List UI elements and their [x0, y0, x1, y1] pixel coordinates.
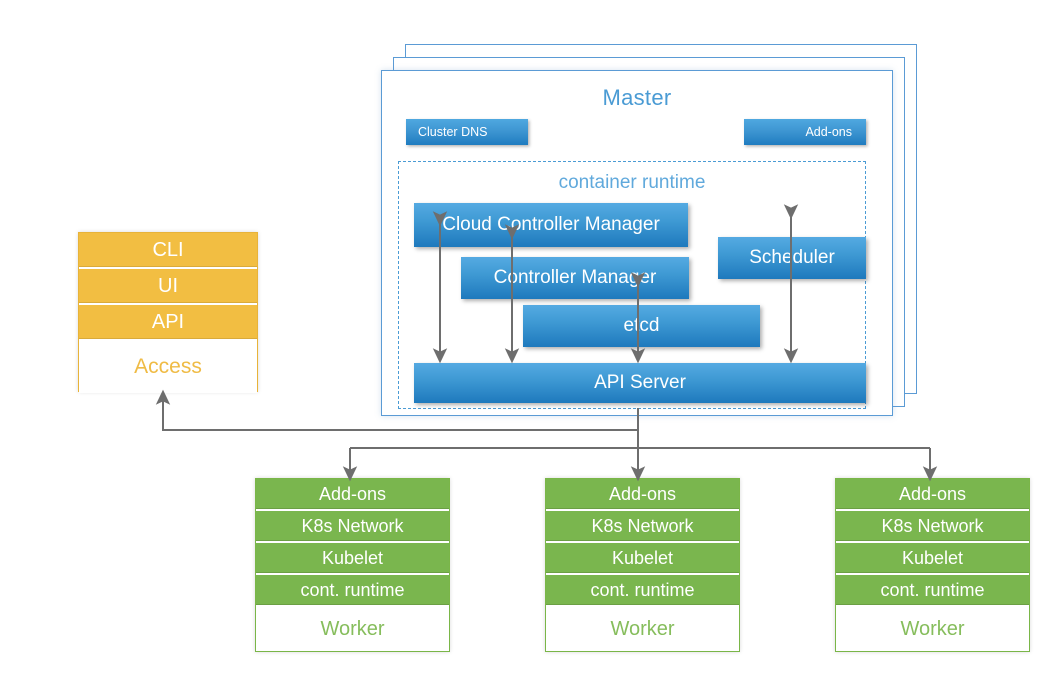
- access-footer-label: Access: [79, 341, 257, 393]
- worker-3-row-k8s-network-label: K8s Network: [881, 515, 984, 536]
- worker-1-row-k8s-network-label: K8s Network: [301, 515, 404, 536]
- access-row-ui[interactable]: UI: [79, 269, 257, 305]
- worker-3-row-cont-runtime[interactable]: cont. runtime: [836, 575, 1029, 607]
- worker-2-row-k8s-network-label: K8s Network: [591, 515, 694, 536]
- chip-cluster-dns-label: Cluster DNS: [418, 125, 488, 139]
- worker-2-row-cont-runtime[interactable]: cont. runtime: [546, 575, 739, 607]
- worker-1-row-cont-runtime-label: cont. runtime: [300, 579, 405, 600]
- worker-node-2[interactable]: Add-ons K8s Network Kubelet cont. runtim…: [545, 478, 740, 652]
- worker-1-footer-label: Worker: [256, 607, 449, 651]
- worker-3-row-cont-runtime-label: cont. runtime: [880, 579, 985, 600]
- worker-1-row-kubelet[interactable]: Kubelet: [256, 543, 449, 575]
- component-controller-manager[interactable]: Controller Manager: [461, 257, 689, 299]
- worker-2-row-add-ons-label: Add-ons: [608, 483, 677, 504]
- access-row-api-label: API: [151, 310, 185, 333]
- worker-2-row-add-ons[interactable]: Add-ons: [546, 479, 739, 511]
- worker-2-row-kubelet[interactable]: Kubelet: [546, 543, 739, 575]
- access-row-ui-label: UI: [158, 274, 178, 297]
- worker-3-footer-label: Worker: [836, 607, 1029, 651]
- chip-add-ons[interactable]: Add-ons: [744, 119, 866, 145]
- worker-1-row-k8s-network[interactable]: K8s Network: [256, 511, 449, 543]
- worker-node-1[interactable]: Add-ons K8s Network Kubelet cont. runtim…: [255, 478, 450, 652]
- worker-3-row-add-ons-label: Add-ons: [898, 483, 967, 504]
- master-title: Master: [602, 85, 672, 110]
- access-row-cli[interactable]: CLI: [79, 233, 257, 269]
- worker-2-row-kubelet-label: Kubelet: [611, 547, 674, 568]
- worker-1-row-add-ons-label: Add-ons: [318, 483, 387, 504]
- worker-2-row-cont-runtime-label: cont. runtime: [590, 579, 695, 600]
- worker-3-row-kubelet-label: Kubelet: [901, 547, 964, 568]
- component-etcd[interactable]: etcd: [523, 305, 760, 347]
- worker-3-row-k8s-network[interactable]: K8s Network: [836, 511, 1029, 543]
- access-panel[interactable]: CLI UI API Access: [78, 232, 258, 393]
- container-runtime-title: container runtime: [558, 172, 706, 193]
- worker-3-row-add-ons[interactable]: Add-ons: [836, 479, 1029, 511]
- access-row-cli-label: CLI: [152, 238, 184, 261]
- component-api-server-label: API Server: [594, 372, 686, 393]
- worker-2-row-k8s-network[interactable]: K8s Network: [546, 511, 739, 543]
- worker-1-row-cont-runtime[interactable]: cont. runtime: [256, 575, 449, 607]
- worker-1-row-add-ons[interactable]: Add-ons: [256, 479, 449, 511]
- worker-3-row-kubelet[interactable]: Kubelet: [836, 543, 1029, 575]
- component-scheduler[interactable]: Scheduler: [718, 237, 866, 279]
- master-node-box[interactable]: Master Cluster DNS Add-ons container run…: [381, 70, 893, 416]
- worker-1-row-kubelet-label: Kubelet: [321, 547, 384, 568]
- component-cloud-controller-manager-label: Cloud Controller Manager: [442, 214, 660, 235]
- component-controller-manager-label: Controller Manager: [493, 267, 657, 288]
- worker-node-3[interactable]: Add-ons K8s Network Kubelet cont. runtim…: [835, 478, 1030, 652]
- component-scheduler-label: Scheduler: [749, 247, 835, 268]
- chip-add-ons-label: Add-ons: [805, 125, 852, 139]
- component-cloud-controller-manager[interactable]: Cloud Controller Manager: [414, 203, 688, 247]
- worker-2-footer-label: Worker: [546, 607, 739, 651]
- component-api-server[interactable]: API Server: [414, 363, 866, 403]
- access-row-api[interactable]: API: [79, 305, 257, 341]
- chip-cluster-dns[interactable]: Cluster DNS: [406, 119, 528, 145]
- component-etcd-label: etcd: [623, 315, 660, 336]
